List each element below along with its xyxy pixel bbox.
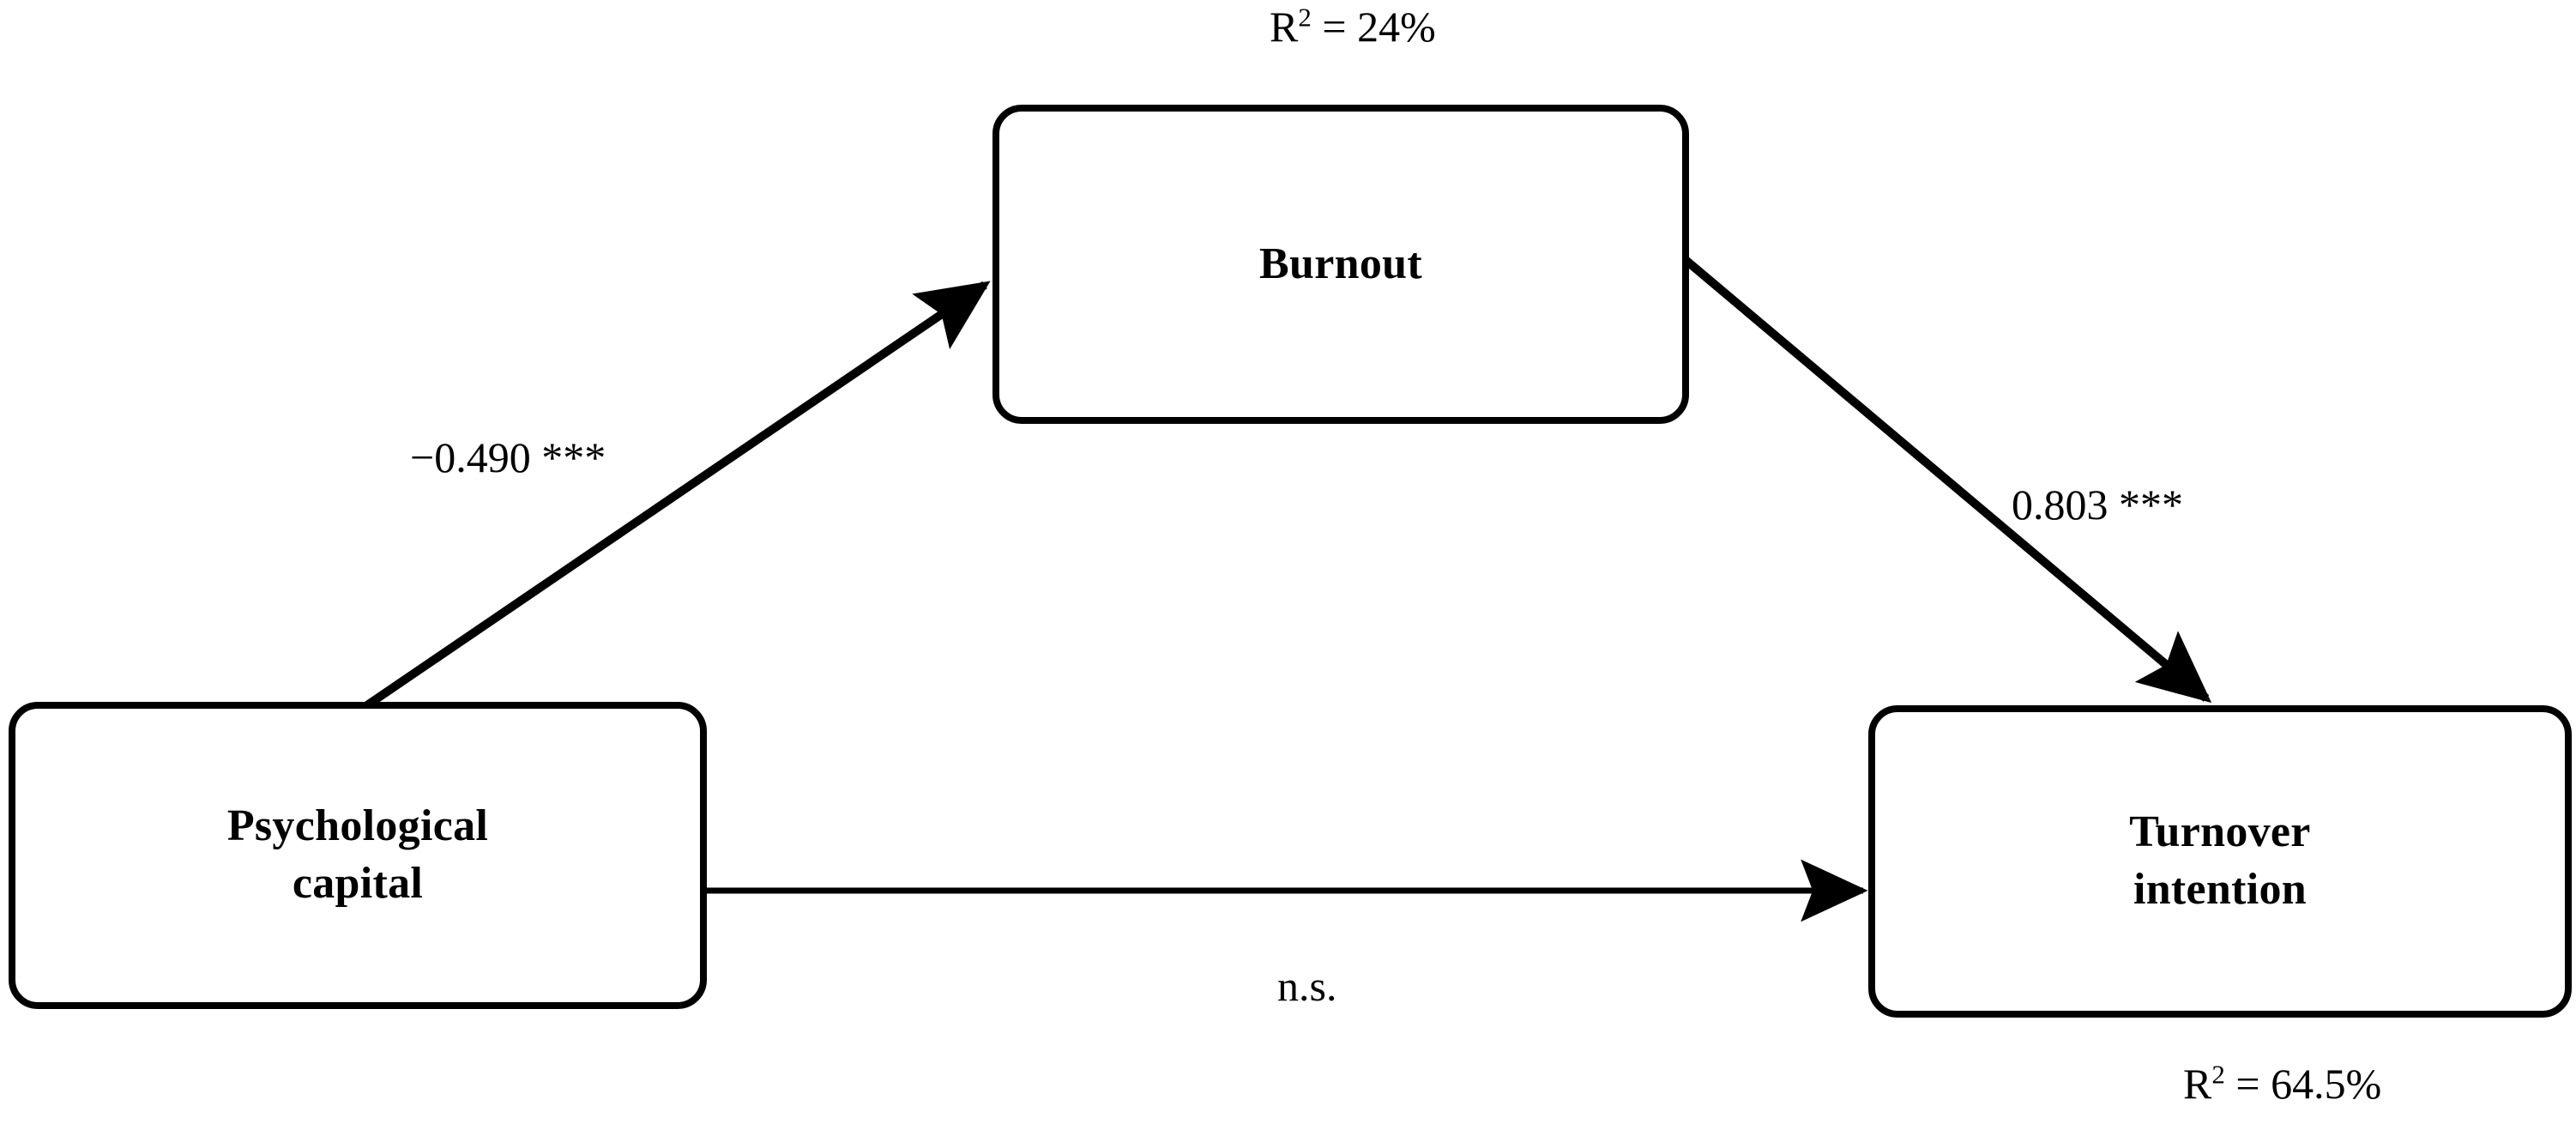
r-squared-equals: =	[1311, 3, 1358, 51]
node-turnover-intention[interactable]: Turnover intention	[1868, 705, 2572, 1018]
r-squared-equals: =	[2224, 1060, 2271, 1108]
r-squared-turnover-intention: R2 = 64.5%	[2183, 1059, 2382, 1108]
r-squared-value: 24%	[1357, 3, 1436, 51]
r-squared-value: 64.5%	[2271, 1060, 2382, 1108]
node-burnout[interactable]: Burnout	[992, 105, 1689, 424]
r-squared-burnout: R2 = 24%	[1270, 2, 1436, 51]
r-squared-exponent: 2	[2211, 1059, 2225, 1090]
path-label-psycap-to-burnout: −0.490 ***	[410, 433, 606, 481]
r-squared-exponent: 2	[1298, 2, 1312, 33]
node-psychological-capital-label: Psychological capital	[226, 801, 489, 908]
path-arrow-burnout-to-turnover	[1682, 257, 2212, 704]
r-squared-symbol: R	[1270, 3, 1299, 51]
node-burnout-label: Burnout	[1259, 239, 1422, 288]
r-squared-symbol: R	[2183, 1060, 2212, 1108]
path-arrow-psycap-to-burnout	[365, 281, 991, 710]
path-label-burnout-to-turnover: 0.803 ***	[2012, 480, 2183, 529]
path-label-psycap-to-turnover: n.s.	[1277, 962, 1337, 1010]
node-turnover-intention-label: Turnover intention	[2129, 807, 2311, 914]
node-psychological-capital[interactable]: Psychological capital	[9, 702, 707, 1009]
